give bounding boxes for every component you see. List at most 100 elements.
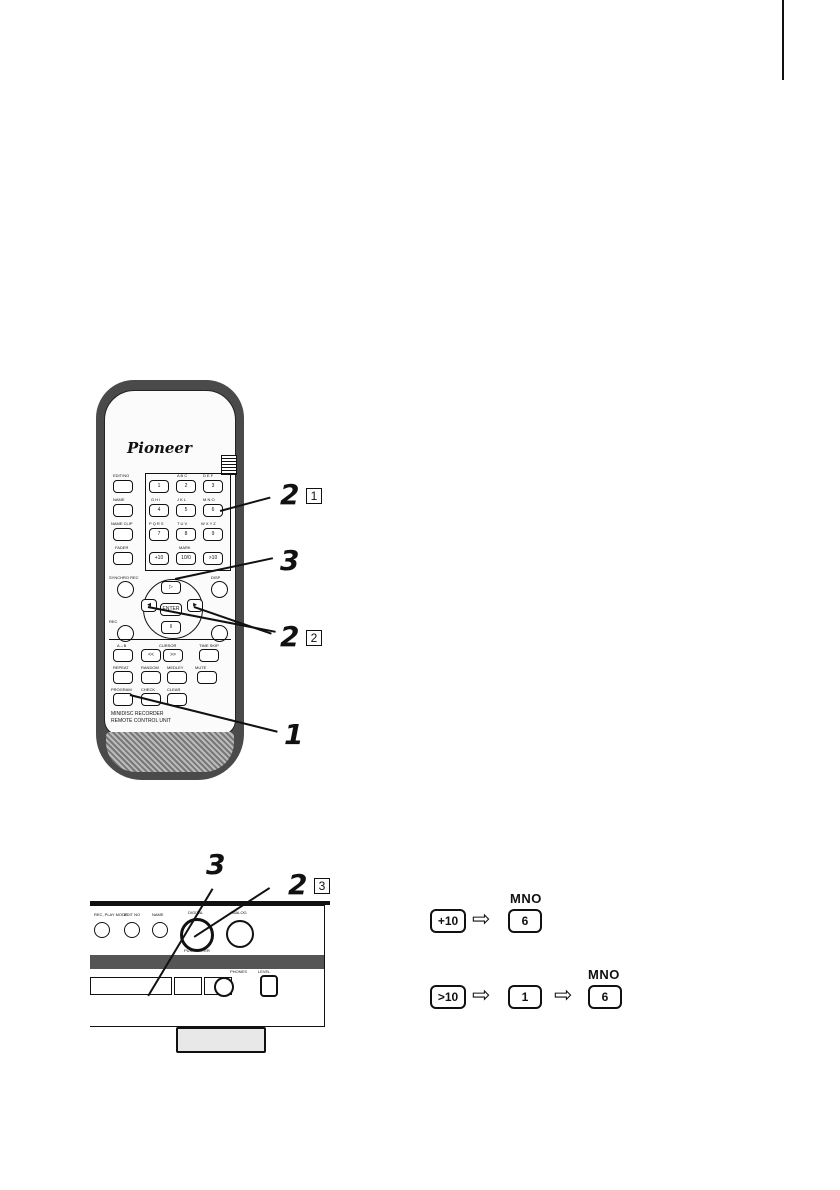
letters-def: D E F <box>203 473 214 478</box>
a-b-button[interactable] <box>113 649 133 662</box>
label-push-enter: PUSH ENTER <box>184 948 210 953</box>
label-program: PROGRAM <box>111 687 132 692</box>
fader-button[interactable] <box>113 552 133 565</box>
label-clear: CLEAR <box>167 687 181 692</box>
label-mute: MUTE <box>195 665 207 670</box>
letters-tuv: T U V <box>177 521 188 526</box>
footer-line-2: REMOTE CONTROL UNIT <box>111 718 172 724</box>
play-button[interactable]: ▷ <box>161 581 181 594</box>
letters-pqrs: P Q R S <box>149 521 164 526</box>
mute-button[interactable] <box>197 671 217 684</box>
phones-level-knob[interactable] <box>260 975 278 997</box>
letters-mno: M N O <box>203 497 215 502</box>
step-number: 2 <box>280 478 300 511</box>
num-10-button[interactable]: 10/0 <box>176 552 196 565</box>
label-analog: ANALOG <box>230 910 247 915</box>
plus-10-key: +10 <box>430 909 466 933</box>
label-edit-no: EDIT NO <box>124 912 141 917</box>
label-cursor: CURSOR <box>159 643 177 648</box>
cursor-right-button[interactable]: >> <box>163 649 183 662</box>
pause-button[interactable] <box>174 977 202 995</box>
letters-abc: A B C <box>177 473 188 478</box>
num-3-button[interactable]: 3 <box>203 480 223 493</box>
repeat-button[interactable] <box>113 671 133 684</box>
minidisc-logo-icon <box>221 455 237 475</box>
num-2-button[interactable]: 2 <box>176 480 196 493</box>
step-number: 3 <box>206 848 226 881</box>
analog-level-knob[interactable] <box>226 920 254 948</box>
edit-no-button[interactable] <box>113 480 133 493</box>
label-a-b: A↔B <box>117 643 127 648</box>
remote-control-illustration: Pioneer EDIT/NO NAME NAME CLIP FADER A B… <box>96 380 244 780</box>
label-name-clip: NAME CLIP <box>111 521 133 526</box>
random-button[interactable] <box>141 671 161 684</box>
label-phones: PHONES <box>230 969 247 974</box>
label-synchro-rec: SYNCHRO REC <box>109 575 139 580</box>
name-clip-button[interactable] <box>113 528 133 541</box>
num-7-button[interactable]: 7 <box>149 528 169 541</box>
step-number: 1 <box>284 718 304 751</box>
arrow-right-icon: ⇨ <box>472 906 491 931</box>
step-sub-box: 2 <box>306 630 322 646</box>
label-time-skip: TIME SKIP <box>199 643 219 648</box>
footer-line-1: MINIDISC RECORDER <box>111 711 164 717</box>
remote-grip <box>106 732 234 772</box>
edit-no-button[interactable] <box>124 922 140 938</box>
medley-button[interactable] <box>167 671 187 684</box>
num-8-button[interactable]: 8 <box>176 528 196 541</box>
cursor-left-button[interactable]: << <box>141 649 161 662</box>
arrow-right-icon: ⇨ <box>472 982 491 1007</box>
deck-button-strip <box>90 955 324 969</box>
letters-jkl: J K L <box>177 497 187 502</box>
plus-10-button[interactable]: +10 <box>149 552 169 565</box>
deck-top-edge <box>90 901 330 905</box>
gt-10-button[interactable]: >10 <box>203 552 223 565</box>
play-button[interactable] <box>90 977 172 995</box>
label-edit-no: EDIT/NO <box>113 473 130 478</box>
deck-front-panel-illustration: REC, PLAY MODE EDIT NO NAME DIGITAL PUSH… <box>90 895 330 1053</box>
phones-jack <box>214 977 234 997</box>
deck-foot <box>176 1027 266 1053</box>
key-letters-label: MNO <box>588 967 620 982</box>
rec-button[interactable] <box>117 625 134 642</box>
label-medley: MEDLEY <box>167 665 184 670</box>
label-level: LEVEL <box>258 969 271 974</box>
label-name: NAME <box>152 912 164 917</box>
number-pad-frame <box>145 473 231 571</box>
label-rec-play-mode: REC, PLAY MODE <box>94 912 128 917</box>
step-number: 2 <box>288 868 308 901</box>
arrow-right-icon: ⇨ <box>554 982 573 1007</box>
label-rec: REC <box>109 619 118 624</box>
num-4-button[interactable]: 4 <box>149 504 169 517</box>
gt-10-key: >10 <box>430 985 466 1009</box>
name-button[interactable] <box>113 504 133 517</box>
synchro-rec-button[interactable] <box>117 581 134 598</box>
pioneer-logo: Pioneer <box>127 439 192 457</box>
letters-wxyz: W X Y Z <box>201 521 216 526</box>
label-disp: DISP <box>211 575 221 580</box>
step-number: 3 <box>280 544 300 577</box>
num-1-button[interactable]: 1 <box>149 480 169 493</box>
divider-line <box>109 639 231 640</box>
num-9-button[interactable]: 9 <box>203 528 223 541</box>
num-1-key: 1 <box>508 985 542 1009</box>
num-5-button[interactable]: 5 <box>176 504 196 517</box>
step-number: 2 <box>280 620 300 653</box>
step-sub-box: 1 <box>306 488 322 504</box>
num-6-key: 6 <box>588 985 622 1009</box>
page-edge-rule <box>782 0 784 80</box>
time-skip-button[interactable] <box>199 649 219 662</box>
key-letters-label: MNO <box>510 891 542 906</box>
name-button[interactable] <box>152 922 168 938</box>
label-check: CHECK <box>141 687 156 692</box>
remote-face: Pioneer EDIT/NO NAME NAME CLIP FADER A B… <box>104 390 237 736</box>
disp-button[interactable] <box>211 581 228 598</box>
digital-level-knob[interactable] <box>180 918 214 952</box>
label-fader: FADER <box>115 545 129 550</box>
program-button[interactable] <box>113 693 133 706</box>
num-6-key: 6 <box>508 909 542 933</box>
prev-track-button[interactable]: ◀ <box>141 599 157 612</box>
stop-button[interactable] <box>211 625 228 642</box>
pause-button[interactable]: ‖ <box>161 621 181 634</box>
rec-play-mode-button[interactable] <box>94 922 110 938</box>
